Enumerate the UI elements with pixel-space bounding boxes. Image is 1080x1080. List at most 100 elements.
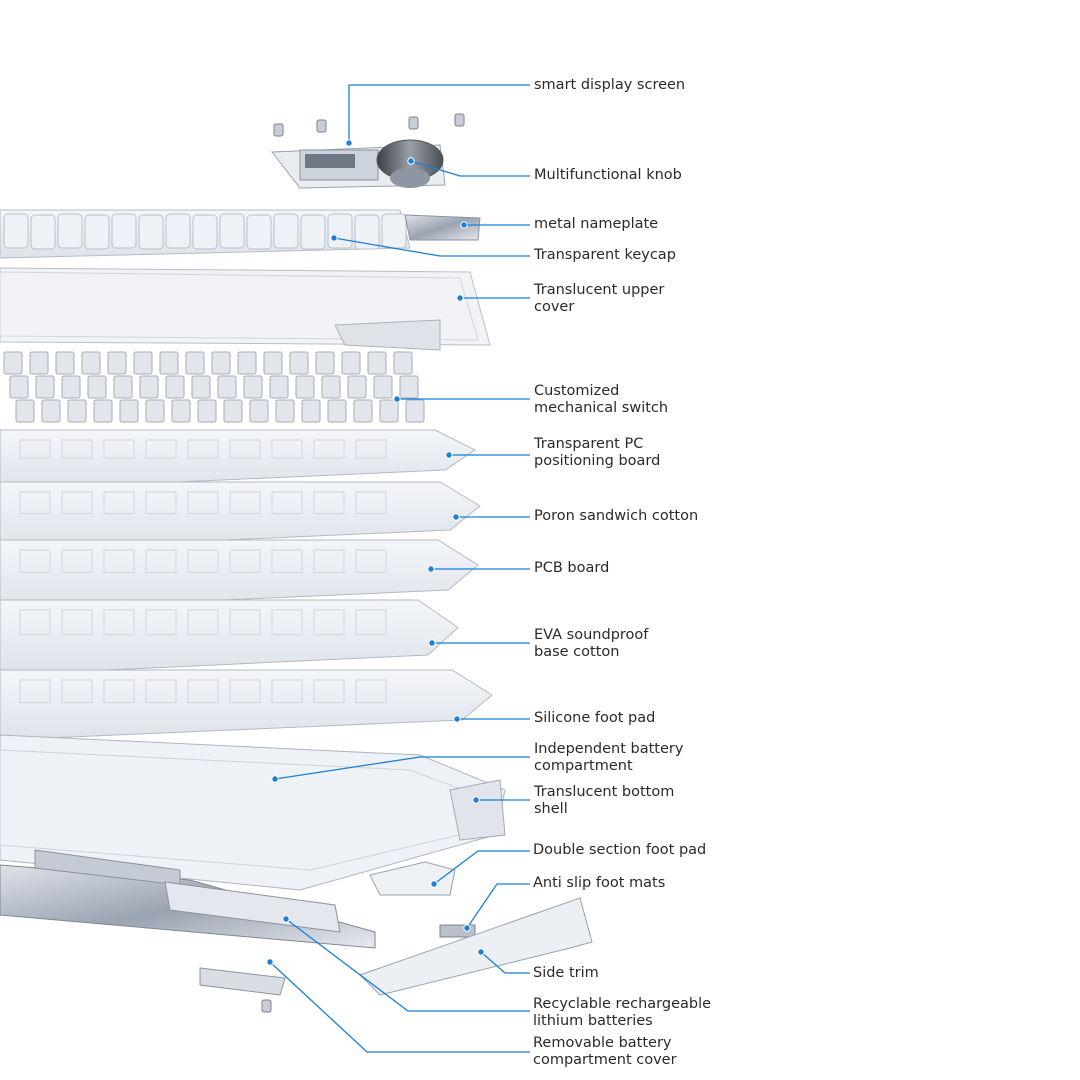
switch — [249, 399, 269, 423]
leader-dot-poron-sandwich-cotton — [452, 513, 460, 521]
switch — [165, 375, 185, 399]
eva-foam-plate-cutout — [103, 609, 135, 636]
leader-dot-side-trim — [477, 948, 485, 956]
leader-dot-multifunctional-knob — [407, 157, 415, 165]
label-eva-soundproof-base-cotton: EVA soundproof base cotton — [534, 627, 649, 660]
pcb-plate-cutout — [313, 549, 345, 573]
leader-dot-double-section-foot-pad — [430, 880, 438, 888]
label-transparent-pc-positioning-board: Transparent PC positioning board — [534, 436, 661, 469]
label-silicone-foot-pad: Silicone foot pad — [534, 710, 656, 726]
pc-positioning-plate-cutout — [187, 439, 219, 459]
leader-dot-smart-display-screen — [345, 139, 353, 147]
leader-transparent-keycap — [333, 237, 530, 257]
switch — [237, 351, 257, 375]
switch — [87, 375, 107, 399]
eva-foam-plate-cutout — [271, 609, 303, 636]
silicone-pad-plate-cutout — [145, 679, 177, 703]
leader-dot-pcb-board — [427, 565, 435, 573]
keycap — [273, 213, 299, 249]
switch — [289, 351, 309, 375]
switch — [223, 399, 243, 423]
silicone-pad-plate-cutout — [187, 679, 219, 703]
pc-positioning-plate-cutout — [103, 439, 135, 459]
leader-dot-transparent-pc-positioning-board — [445, 451, 453, 459]
screws-group — [261, 113, 465, 1013]
leader-side-trim — [480, 951, 530, 974]
plate-stack — [0, 429, 493, 741]
screw — [316, 119, 327, 133]
label-double-section-foot-pad: Double section foot pad — [533, 842, 707, 858]
keycap — [219, 213, 245, 249]
poron-foam-plate-cutout — [19, 491, 51, 515]
keycap — [138, 214, 164, 250]
bottom-shell — [0, 734, 506, 891]
switch — [107, 351, 127, 375]
keycap-layer — [0, 209, 481, 259]
keycap — [354, 214, 380, 250]
keycap — [381, 213, 407, 249]
pc-positioning-plate-cutout — [19, 439, 51, 459]
eva-foam-plate-cutout — [229, 609, 261, 636]
upper-cover — [0, 267, 491, 351]
switch — [405, 399, 425, 423]
label-metal-nameplate: metal nameplate — [534, 216, 659, 232]
switch — [353, 399, 373, 423]
eva-foam-plate-cutout — [355, 609, 387, 636]
pc-positioning-plate-cutout — [313, 439, 345, 459]
switch — [159, 351, 179, 375]
leader-dot-metal-nameplate — [460, 221, 468, 229]
poron-foam-plate-cutout — [313, 491, 345, 515]
label-customized-mechanical-switch: Customized mechanical switch — [534, 383, 669, 416]
leader-dot-translucent-upper-cover — [456, 294, 464, 302]
silicone-pad-plate-cutout — [355, 679, 387, 703]
switch — [217, 375, 237, 399]
switch-layer — [3, 351, 425, 423]
poron-foam-plate-cutout — [355, 491, 387, 515]
leader-dot-anti-slip-foot-mats — [463, 924, 471, 932]
pc-positioning-plate-cutout — [229, 439, 261, 459]
keycap — [300, 214, 326, 250]
switch — [29, 351, 49, 375]
poron-foam-plate-cutout — [229, 491, 261, 515]
switch — [15, 399, 35, 423]
switch — [347, 375, 367, 399]
switch — [185, 351, 205, 375]
leader-recyclable-rechargeable-lithium-batteries — [285, 918, 530, 1012]
switch — [191, 375, 211, 399]
switch — [367, 351, 387, 375]
silicone-pad-plate-cutout — [19, 679, 51, 703]
switch — [327, 399, 347, 423]
leader-double-section-foot-pad — [433, 850, 530, 885]
pcb-plate-cutout — [187, 549, 219, 573]
eva-foam-plate-cutout — [145, 609, 177, 636]
switch — [211, 351, 231, 375]
switch — [263, 351, 283, 375]
pc-positioning-plate-cutout — [61, 439, 93, 459]
pc-positioning-plate — [0, 429, 476, 491]
pc-positioning-plate-cutout — [271, 439, 303, 459]
switch — [133, 351, 153, 375]
eva-foam-plate-cutout — [61, 609, 93, 636]
keycap — [327, 213, 353, 249]
switch — [35, 375, 55, 399]
silicone-pad-plate-cutout — [313, 679, 345, 703]
eva-foam-plate-cutout — [19, 609, 51, 636]
label-translucent-upper-cover: Translucent upper cover — [534, 282, 665, 315]
poron-foam-plate-cutout — [187, 491, 219, 515]
switch — [139, 375, 159, 399]
battery-parts — [0, 849, 376, 996]
poron-foam-plate-cutout — [145, 491, 177, 515]
switch — [321, 375, 341, 399]
poron-foam-plate-cutout — [103, 491, 135, 515]
switch — [3, 351, 23, 375]
silicone-pad-plate-cutout — [229, 679, 261, 703]
switch — [113, 375, 133, 399]
label-removable-battery-compartment-cover: Removable battery compartment cover — [533, 1035, 677, 1068]
switch — [93, 399, 113, 423]
leader-anti-slip-foot-mats — [466, 883, 530, 929]
silicone-pad-plate-cutout — [61, 679, 93, 703]
keycap — [111, 213, 137, 249]
switch — [393, 351, 413, 375]
pcb-plate-cutout — [271, 549, 303, 573]
label-poron-sandwich-cotton: Poron sandwich cotton — [534, 508, 699, 524]
